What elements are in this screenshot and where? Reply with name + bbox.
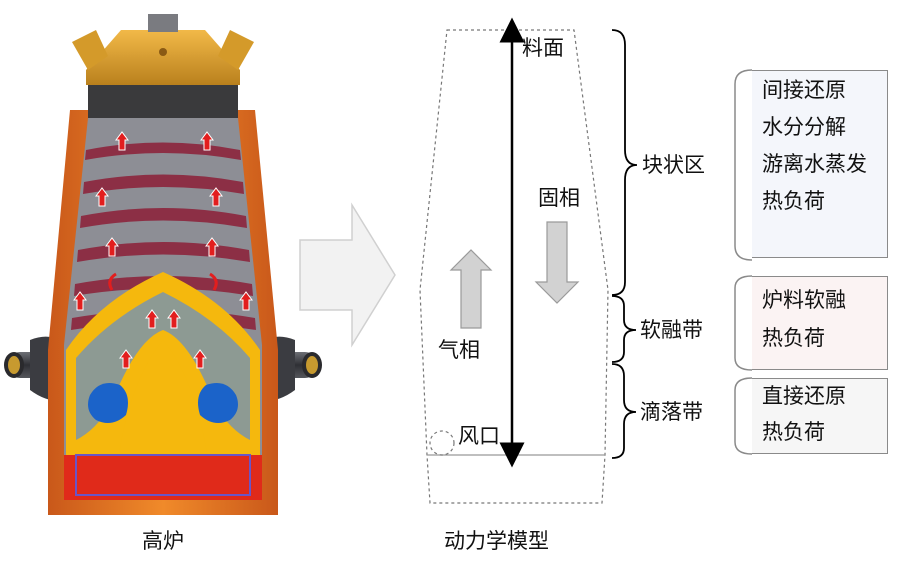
raceway-pool-left	[88, 382, 128, 424]
zone-item: 间接还原	[762, 78, 846, 102]
zone-item: 热负荷	[762, 326, 825, 350]
uptake-right	[218, 30, 254, 70]
solid-flow-down-arrow	[534, 221, 580, 304]
zone-item: 游离水蒸发	[762, 152, 867, 176]
zone-item: 直接还原	[762, 384, 846, 408]
zone-item: 炉料软融	[762, 288, 846, 312]
zone-name-dripping: 滴落带	[640, 400, 703, 424]
gas-flow-arrows	[73, 131, 253, 369]
throat-layer	[88, 85, 238, 118]
zone-name-cohesive: 软融带	[640, 318, 703, 342]
gas-flow-curl-arrows	[108, 272, 218, 291]
gas-phase-label: 气相	[438, 338, 480, 362]
solid-phase-label: 固相	[538, 186, 580, 210]
cohesive-inner-band	[76, 292, 250, 440]
zone-item: 热负荷	[762, 189, 825, 213]
uptake-left	[72, 30, 108, 70]
zone-item: 水分分解	[762, 115, 846, 139]
model-outline	[419, 29, 609, 504]
tuyere-label: 风口	[458, 424, 500, 448]
zone-box-cohesive: 炉料软融 热负荷	[752, 276, 888, 370]
zone-box-brackets	[734, 69, 753, 455]
hearth	[64, 455, 262, 500]
tuyere-circle	[429, 430, 455, 456]
gas-flow-up-arrow	[449, 249, 493, 329]
zone-box-granular: 间接还原 水分分解 游离水蒸发 热负荷	[752, 70, 888, 258]
zone-braces	[611, 29, 638, 459]
left-caption: 高炉	[142, 529, 184, 553]
top-surface-label: 料面	[522, 36, 564, 60]
zone-item: 热负荷	[762, 420, 825, 444]
right-caption: 动力学模型	[444, 529, 549, 553]
blast-furnace-illustration	[4, 14, 322, 515]
zone-name-granular: 块状区	[642, 153, 705, 177]
furnace-top	[86, 30, 240, 85]
transition-arrow	[299, 202, 396, 348]
deadman-core	[118, 340, 208, 460]
raceway-pool-right	[198, 382, 238, 424]
zone-box-dripping: 直接还原 热负荷	[752, 378, 888, 454]
